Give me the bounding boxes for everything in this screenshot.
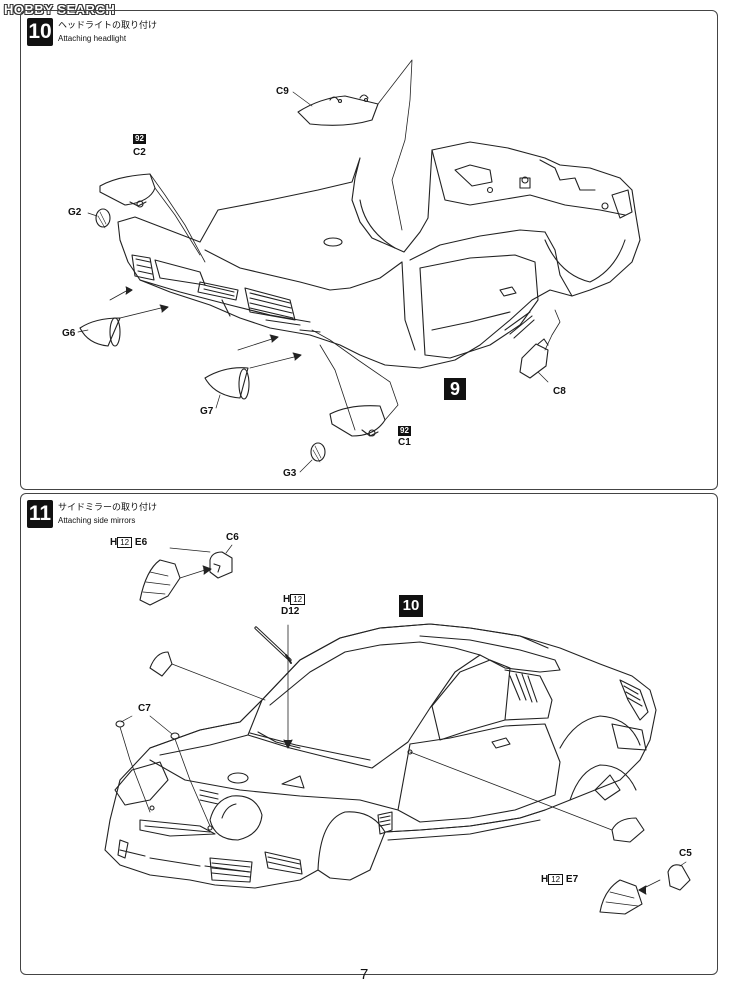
body-shell-upside-down-drawing: [117, 141, 641, 369]
step-11-title-en: Attaching side mirrors: [58, 516, 136, 525]
part-c5-mirror-base: [667, 864, 691, 891]
part-g2-lens: [95, 208, 111, 228]
reference-step-10: 10: [399, 595, 423, 617]
reference-step-9: 9: [444, 378, 466, 400]
part-e6-mirror: [139, 559, 181, 606]
part-g3-lens: [310, 442, 326, 462]
part-g6-light-bar: [79, 317, 121, 347]
part-mirror-left: [149, 651, 173, 677]
paint-ref-box-e7: 12: [548, 874, 564, 885]
part-c2-headlight: [99, 173, 156, 208]
step-10-title-en: Attaching headlight: [58, 34, 127, 43]
step-11-number: 11: [27, 500, 53, 528]
label-c1: C1: [398, 437, 411, 448]
part-c9-headlight: [297, 94, 379, 126]
step-11-frame: [20, 493, 718, 975]
label-c5: C5: [679, 848, 692, 859]
label-c7: C7: [138, 703, 151, 714]
part-e7-mirror: [599, 879, 643, 915]
label-c2: C2: [133, 147, 146, 158]
part-c6-mirror-base: [209, 551, 233, 579]
part-c8-bracket: [519, 338, 549, 379]
paint-ref-box-c2: 92: [133, 133, 146, 144]
label-c6: C6: [226, 532, 239, 543]
step-10-number: 10: [27, 18, 53, 46]
label-c9: C9: [276, 86, 289, 97]
part-g7-light-bar: [204, 367, 250, 400]
label-c8: C8: [553, 386, 566, 397]
step-10-title-jp: ヘッドライトの取り付け: [58, 20, 158, 30]
part-d12-antenna: [254, 626, 292, 664]
label-c2-ref: 92: [133, 133, 146, 144]
watermark-logo: HOBBY SEARCH: [4, 2, 116, 17]
label-d12: D12: [281, 606, 300, 617]
step-11-title-jp: サイドミラーの取り付け: [58, 502, 158, 512]
paint-ref-box-e6: 12: [117, 537, 133, 548]
label-g7: G7: [200, 406, 214, 417]
part-c1-headlight: [329, 405, 386, 437]
label-g2: G2: [68, 207, 82, 218]
label-c1-ref: 92: [398, 425, 411, 436]
label-g6: G6: [62, 328, 76, 339]
paint-ref-box-d12: 12: [290, 594, 306, 605]
part-c7-pins: [115, 720, 180, 740]
label-g3: G3: [283, 468, 297, 479]
paint-ref-box-c1: 92: [398, 425, 411, 436]
car-body-drawing: [104, 623, 657, 889]
page-number: 7: [360, 966, 369, 983]
part-mirror-right: [611, 817, 645, 843]
step-10-frame: [20, 10, 718, 490]
